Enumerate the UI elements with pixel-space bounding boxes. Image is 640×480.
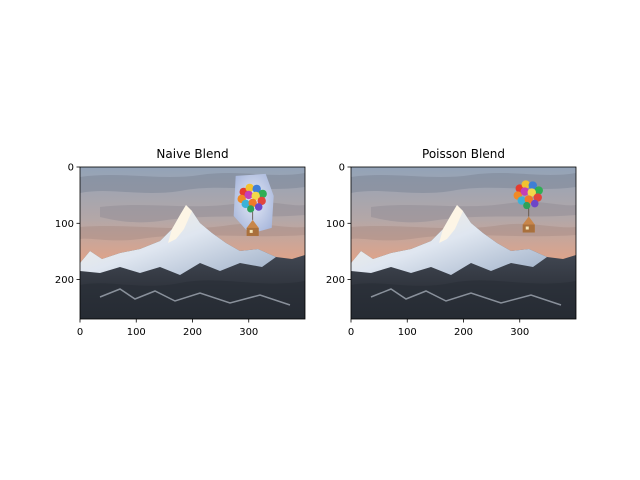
chart-title: Poisson Blend (422, 147, 505, 161)
x-tick-label: 100 (398, 327, 417, 338)
axes-layer: 0 100 200 300 0 100 200 Naive Blend 0 100 200 300 0 1… (55, 147, 577, 338)
y-tick-label: 100 (55, 219, 74, 230)
axes-panel-1: 0 100 200 300 0 100 200 Naive Blend (55, 147, 306, 338)
x-tick-label: 0 (348, 327, 354, 338)
x-tick-label: 300 (510, 327, 529, 338)
y-tick-label: 0 (339, 163, 345, 174)
x-tick-label: 0 (77, 327, 83, 338)
chart-title: Naive Blend (156, 147, 228, 161)
x-tick-label: 300 (239, 327, 258, 338)
x-tick-label: 200 (454, 327, 473, 338)
x-tick-label: 200 (183, 327, 202, 338)
image-content (351, 167, 576, 319)
image-content (80, 167, 305, 319)
y-tick-label: 100 (326, 219, 345, 230)
y-tick-label: 200 (55, 275, 74, 286)
y-tick-label: 200 (326, 275, 345, 286)
axes-panel-2: 0 100 200 300 0 100 200 Poisson Blend (326, 147, 577, 338)
y-tick-label: 0 (68, 163, 74, 174)
x-tick-label: 100 (127, 327, 146, 338)
